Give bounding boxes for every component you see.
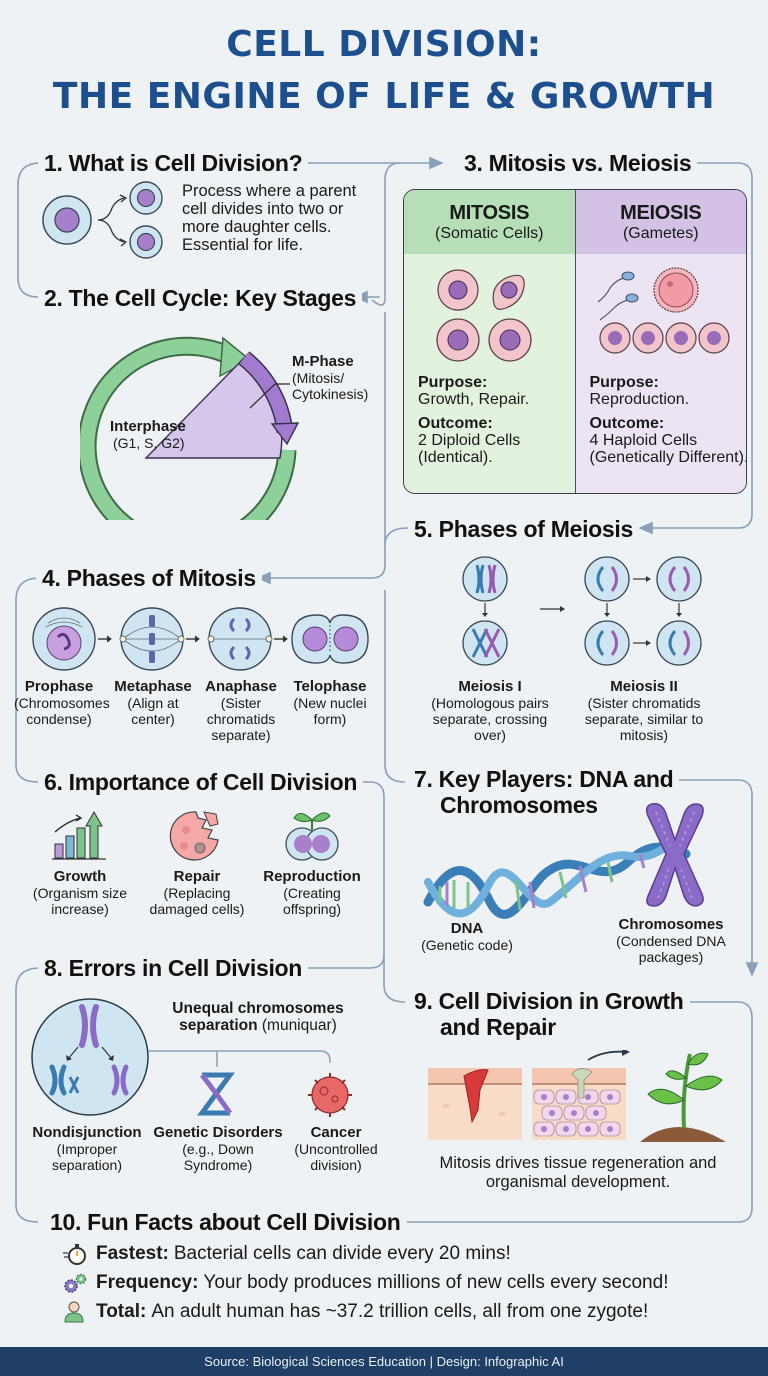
fact-fastest: Fastest:Bacterial cells can divide every…	[62, 1243, 511, 1265]
phase-anaphase: Anaphase (Sister chromatids separate)	[205, 678, 277, 743]
section-10-title: 10. Fun Facts about Cell Division	[44, 1209, 407, 1236]
fact-total: Total:An adult human has ~37.2 trillion …	[62, 1301, 648, 1323]
importance-repair: Repair (Replacing damaged cells)	[149, 868, 245, 917]
errors-diagram	[31, 998, 352, 1117]
fact-frequency: Frequency:Your body produces millions of…	[62, 1272, 668, 1294]
footer-credits: Source: Biological Sciences Education | …	[0, 1347, 768, 1376]
damaged-cell-icon	[169, 811, 219, 861]
meiosis-purpose: Reproduction.	[589, 391, 690, 408]
meiosis-ii-label: Meiosis II (Sister chromatids separate, …	[584, 678, 704, 743]
gears-icon	[64, 1273, 87, 1293]
mitosis-outcome-label: Outcome:	[418, 415, 493, 432]
error-nondisjunction: Nondisjunction (Improper separation)	[32, 1124, 142, 1173]
meiosis-i-label: Meiosis I (Homologous pairs separate, cr…	[431, 678, 549, 743]
gametes-icon	[597, 267, 730, 354]
phase-telophase: Telophase (New nuclei form)	[293, 678, 367, 727]
mitosis-column: MITOSIS (Somatic Cells) Purpose: Growth,…	[404, 190, 576, 493]
bar-chart-growth-icon	[52, 810, 106, 860]
section-6-title: 6. Importance of Cell Division	[38, 769, 364, 796]
section-7-title: 7. Key Players: DNA and Chromosomes	[408, 766, 680, 818]
error-genetic-disorders: Genetic Disorders (e.g., Down Syndrome)	[153, 1124, 283, 1173]
title-line-2: THE ENGINE OF LIFE & GROWTH	[52, 76, 716, 117]
stopwatch-icon	[63, 1244, 86, 1265]
chromosome-icon	[645, 802, 704, 907]
dna-label: DNA (Genetic code)	[421, 920, 513, 953]
mitosis-heading: MITOSIS	[449, 202, 530, 224]
section-3-title: 3. Mitosis vs. Meiosis	[458, 150, 698, 177]
section-9-title: 9. Cell Division in Growth and Repair	[408, 988, 690, 1040]
section-1-title: 1. What is Cell Division?	[38, 150, 309, 177]
error-cancer: Cancer (Uncontrolled division)	[294, 1124, 378, 1173]
title-line-1: CELL DIVISION:	[226, 24, 542, 65]
mitosis-outcome-note: (Identical).	[418, 449, 493, 466]
phase-metaphase: Metaphase (Align at center)	[114, 678, 192, 727]
interphase-label: Interphase (G1, S, G2)	[110, 418, 186, 451]
meiosis-phases-diagram	[462, 556, 702, 666]
cell-cycle-diagram	[80, 336, 300, 520]
phase-prophase: Prophase (Chromosomes condense)	[14, 678, 110, 727]
errors-caption: Unequal chromosomes separation (muniquar…	[172, 1000, 344, 1034]
section-1-description: Process where a parent cell divides into…	[182, 182, 357, 254]
importance-reproduction: Reproduction (Creating offspring)	[263, 868, 361, 917]
meiosis-column: MEIOSIS (Gametes) Purpose: Reproduction.…	[575, 190, 747, 493]
m-phase-label: M-Phase (Mitosis/ Cytokinesis)	[292, 353, 369, 402]
mitosis-purpose-label: Purpose:	[418, 374, 488, 391]
meiosis-outcome-label: Outcome:	[589, 415, 665, 432]
growth-repair-illustration	[428, 1050, 726, 1142]
dna-helix-icon	[423, 836, 691, 919]
section-8-title: 8. Errors in Cell Division	[38, 955, 309, 982]
meiosis-heading: MEIOSIS	[620, 202, 702, 224]
meiosis-purpose-label: Purpose:	[589, 374, 659, 391]
section-2-title: 2. The Cell Cycle: Key Stages	[38, 285, 363, 312]
mitosis-outcome: 2 Diploid Cells	[418, 432, 521, 449]
mitosis-vs-meiosis-table: MITOSIS (Somatic Cells) Purpose: Growth,…	[403, 189, 747, 494]
person-icon	[64, 1301, 84, 1323]
importance-growth: Growth (Organism size increase)	[32, 868, 128, 917]
meiosis-outcome: 4 Haploid Cells	[589, 432, 698, 449]
meiosis-subheading: (Gametes)	[622, 225, 699, 242]
mitosis-purpose: Growth, Repair.	[418, 391, 530, 408]
mitosis-phases-diagram	[32, 607, 369, 671]
somatic-cells-icon	[436, 269, 532, 362]
sprouting-cells-icon	[285, 812, 339, 861]
growth-repair-caption: Mitosis drives tissue regeneration and o…	[439, 1154, 717, 1191]
cell-splitting-icon	[42, 181, 163, 259]
meiosis-outcome-note: (Genetically Different).	[589, 449, 747, 466]
chromosomes-label: Chromosomes (Condensed DNA packages)	[616, 916, 726, 965]
section-4-title: 4. Phases of Mitosis	[36, 565, 262, 592]
mitosis-subheading: (Somatic Cells)	[435, 225, 544, 242]
section-5-title: 5. Phases of Meiosis	[408, 516, 639, 543]
